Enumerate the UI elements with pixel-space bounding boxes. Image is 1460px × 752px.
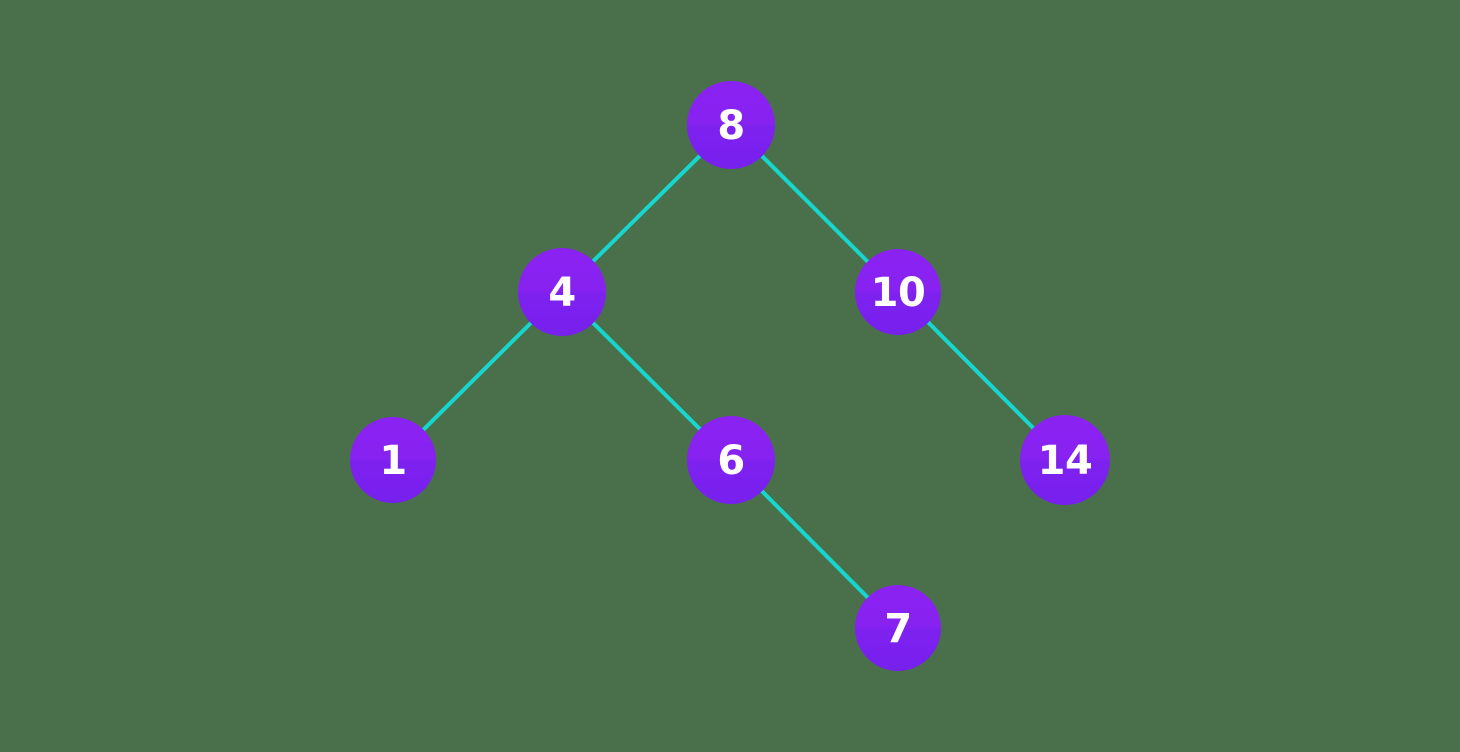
tree-node-label-10: 10 xyxy=(871,270,926,316)
tree-node-circle-4[interactable] xyxy=(518,248,606,336)
edge-layer xyxy=(420,153,1037,601)
tree-node-circle-7[interactable] xyxy=(855,585,941,671)
tree-node-circle-8[interactable] xyxy=(687,81,775,169)
tree-node-4[interactable]: 4 xyxy=(518,248,606,336)
tree-node-circle-14[interactable] xyxy=(1020,415,1110,505)
tree-node-7[interactable]: 7 xyxy=(855,585,941,671)
tree-node-8[interactable]: 8 xyxy=(687,81,775,169)
tree-node-6[interactable]: 6 xyxy=(687,416,775,504)
tree-node-14[interactable]: 14 xyxy=(1020,415,1110,505)
tree-node-label-14: 14 xyxy=(1038,438,1093,484)
tree-edge-8-10 xyxy=(759,153,871,265)
tree-edge-4-6 xyxy=(590,320,703,432)
tree-node-1[interactable]: 1 xyxy=(350,417,436,503)
tree-edge-4-1 xyxy=(420,320,534,433)
tree-edge-10-14 xyxy=(925,319,1037,431)
tree-node-circle-6[interactable] xyxy=(687,416,775,504)
tree-edge-8-4 xyxy=(590,153,703,264)
tree-node-label-8: 8 xyxy=(717,103,744,149)
tree-node-circle-10[interactable] xyxy=(855,249,941,335)
tree-node-label-6: 6 xyxy=(717,438,744,484)
tree-node-10[interactable]: 10 xyxy=(855,249,941,335)
tree-node-label-7: 7 xyxy=(884,606,911,652)
tree-node-label-4: 4 xyxy=(548,270,575,316)
tree-node-circle-1[interactable] xyxy=(350,417,436,503)
tree-node-label-1: 1 xyxy=(379,438,406,484)
tree-edge-6-7 xyxy=(759,488,871,601)
